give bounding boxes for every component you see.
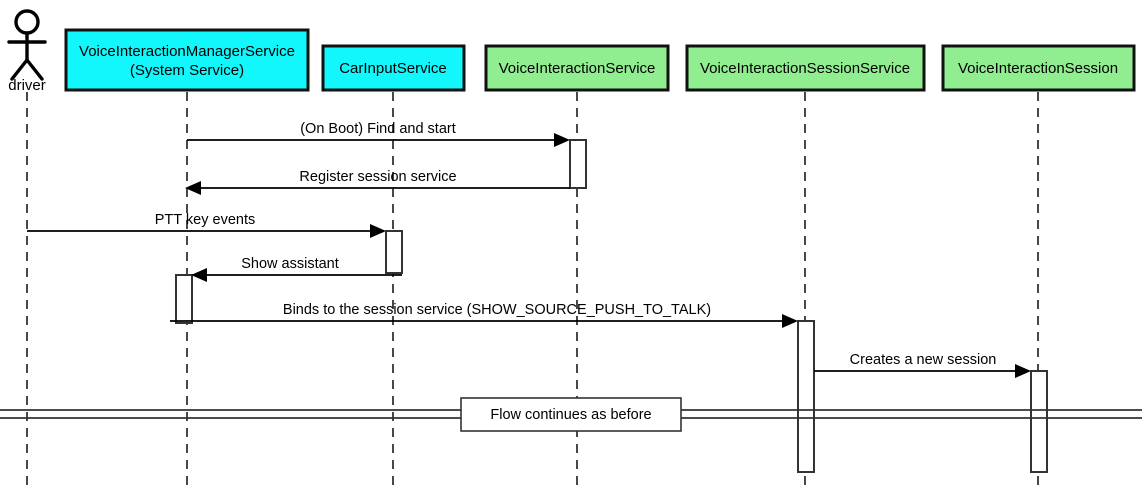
- message-label-m3: PTT key events: [155, 212, 255, 228]
- stick-figure-leg-left-icon: [10, 58, 29, 81]
- activation-bar-viss: [797, 320, 815, 473]
- participant-box-cis[interactable]: [321, 44, 466, 92]
- participant-box-viss[interactable]: [685, 44, 926, 92]
- participant-label-vims-line1: VoiceInteractionManagerService: [79, 43, 295, 60]
- message-arrowhead-m2: [185, 181, 201, 195]
- message-label-m4: Show assistant: [241, 256, 339, 272]
- participant-label-viss: VoiceInteractionSessionService: [700, 60, 910, 77]
- participant-vis[interactable]: VoiceInteractionService: [484, 44, 670, 92]
- stick-figure-head-icon: [14, 9, 40, 35]
- participant-label-vsession: VoiceInteractionSession: [958, 60, 1118, 77]
- stick-figure-leg-right-icon: [25, 58, 44, 81]
- divider-box: [460, 397, 682, 432]
- participant-label-cis: CarInputService: [339, 60, 447, 77]
- message-binds-to-session-service: Binds to the session service (SHOW_SOURC…: [170, 302, 798, 328]
- message-arrowhead-m3: [370, 224, 386, 238]
- message-ptt-key-events: PTT key events: [27, 212, 386, 238]
- activation-bar-vis: [569, 139, 587, 189]
- participant-label-vis: VoiceInteractionService: [499, 60, 656, 77]
- message-label-m2: Register session service: [299, 169, 456, 185]
- activation-bar-cis: [385, 230, 403, 274]
- participant-label-vims-line2: (System Service): [130, 62, 244, 79]
- participant-box-vis[interactable]: [484, 44, 670, 92]
- message-show-assistant: Show assistant: [191, 256, 402, 282]
- message-register-session-service: Register session service: [185, 169, 570, 195]
- actor-label-driver: driver: [8, 77, 46, 94]
- actor-driver[interactable]: driver: [7, 9, 47, 94]
- message-arrowhead-m1: [554, 133, 570, 147]
- message-label-m5: Binds to the session service (SHOW_SOURC…: [283, 302, 711, 318]
- message-creates-a-new-session: Creates a new session: [814, 352, 1031, 378]
- activation-bar-vims: [175, 274, 193, 324]
- message-label-m1: (On Boot) Find and start: [300, 121, 456, 137]
- divider-flow-continues: Flow continues as before: [0, 397, 1142, 432]
- participant-box-vims[interactable]: [64, 28, 310, 92]
- message-arrowhead-m6: [1015, 364, 1031, 378]
- message-arrowhead-m4: [191, 268, 207, 282]
- participant-cis[interactable]: CarInputService: [321, 44, 466, 92]
- participant-box-vsession[interactable]: [941, 44, 1136, 92]
- message-on-boot-find-and-start: (On Boot) Find and start: [187, 121, 570, 147]
- participant-viss[interactable]: VoiceInteractionSessionService: [685, 44, 926, 92]
- divider-label: Flow continues as before: [490, 407, 651, 423]
- participant-vsession[interactable]: VoiceInteractionSession: [941, 44, 1136, 92]
- participant-vims[interactable]: VoiceInteractionManagerService (System S…: [64, 28, 310, 92]
- message-label-m6: Creates a new session: [850, 352, 997, 368]
- activation-bar-vsession: [1030, 370, 1048, 473]
- message-arrowhead-m5: [782, 314, 798, 328]
